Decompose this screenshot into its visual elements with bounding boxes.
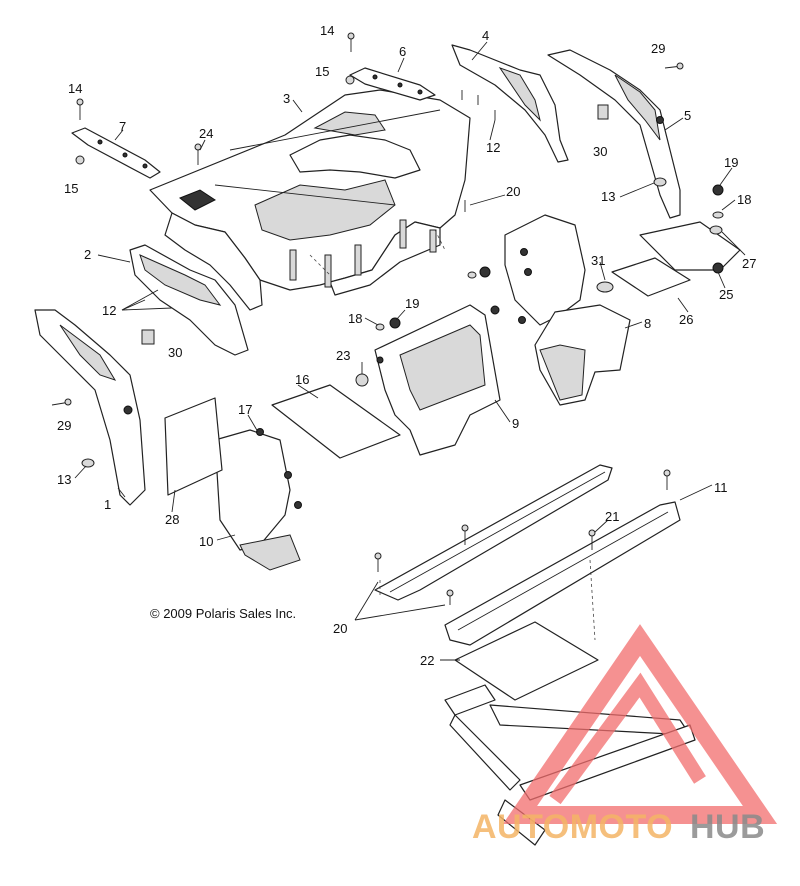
callout-2: 2 xyxy=(84,247,91,262)
callout-15-top: 15 xyxy=(315,64,329,79)
callout-20-lower: 20 xyxy=(333,621,347,636)
part-28-sheet xyxy=(164,397,223,496)
part-2-left-side-panel xyxy=(129,244,249,356)
part-8-storage-bin xyxy=(504,214,631,406)
part-16-mat-shape xyxy=(271,384,401,459)
callout-12-left: 12 xyxy=(102,303,116,318)
copyright-text: © 2009 Polaris Sales Inc. xyxy=(150,606,296,621)
callout-5: 5 xyxy=(684,108,691,123)
callout-18-center: 18 xyxy=(348,311,362,326)
hardware xyxy=(51,32,724,605)
callout-21: 21 xyxy=(605,509,619,524)
part-11-right-rail xyxy=(444,501,681,646)
watermark-logo xyxy=(502,624,778,824)
callout-29-left: 29 xyxy=(57,418,71,433)
callout-13-left: 13 xyxy=(57,472,71,487)
callout-31: 31 xyxy=(591,253,605,268)
watermark-triangle xyxy=(502,624,778,824)
callout-10: 10 xyxy=(199,534,213,549)
callout-19-right: 19 xyxy=(724,155,738,170)
leader-lines xyxy=(74,41,746,661)
part-left-rail xyxy=(374,464,613,601)
part-9-center-box xyxy=(374,304,501,456)
callout-labels: 1 2 3 4 5 6 7 8 9 10 11 12 12 13 13 14 1… xyxy=(57,23,756,668)
callout-30-left: 30 xyxy=(168,345,182,360)
part-26-lid xyxy=(611,221,741,297)
callout-15-left: 15 xyxy=(64,181,78,196)
callout-26: 26 xyxy=(679,312,693,327)
part-7-left-top-rail xyxy=(71,127,161,179)
callout-23: 23 xyxy=(336,348,350,363)
callout-30-right: 30 xyxy=(593,144,607,159)
part-1-left-fender xyxy=(34,309,146,506)
watermark-text-primary: AUTOMOTO xyxy=(472,808,673,846)
callout-12-right: 12 xyxy=(486,140,500,155)
callout-3: 3 xyxy=(283,91,290,106)
callout-20-upper: 20 xyxy=(506,184,520,199)
callout-1: 1 xyxy=(104,497,111,512)
part-4-right-upper-panel xyxy=(451,44,569,163)
callout-16: 16 xyxy=(295,372,309,387)
callout-25: 25 xyxy=(719,287,733,302)
callout-28: 28 xyxy=(165,512,179,527)
callout-18-right: 18 xyxy=(737,192,751,207)
callout-29-right: 29 xyxy=(651,41,665,56)
callout-13-right: 13 xyxy=(601,189,615,204)
part-10-left-lower-box xyxy=(214,428,302,571)
callout-7: 7 xyxy=(119,119,126,134)
callout-17: 17 xyxy=(238,402,252,417)
part-3-cargo-box xyxy=(149,89,471,311)
part-31-grommet xyxy=(596,281,614,293)
callout-8: 8 xyxy=(644,316,651,331)
callout-24: 24 xyxy=(199,126,213,141)
callout-22: 22 xyxy=(420,653,434,668)
callout-11: 11 xyxy=(714,480,728,495)
callout-14-top: 14 xyxy=(320,23,334,38)
watermark-triangle-inner xyxy=(549,672,706,805)
part-5-right-fender xyxy=(547,49,681,219)
callout-6: 6 xyxy=(399,44,406,59)
part-6-top-rail xyxy=(349,67,436,101)
callout-19-center: 19 xyxy=(405,296,419,311)
callout-14-left: 14 xyxy=(68,81,82,96)
callout-4: 4 xyxy=(482,28,489,43)
callout-27: 27 xyxy=(742,256,756,271)
part-22-plate xyxy=(454,621,599,701)
callout-9: 9 xyxy=(512,416,519,431)
watermark-text-secondary: HUB xyxy=(690,808,765,846)
